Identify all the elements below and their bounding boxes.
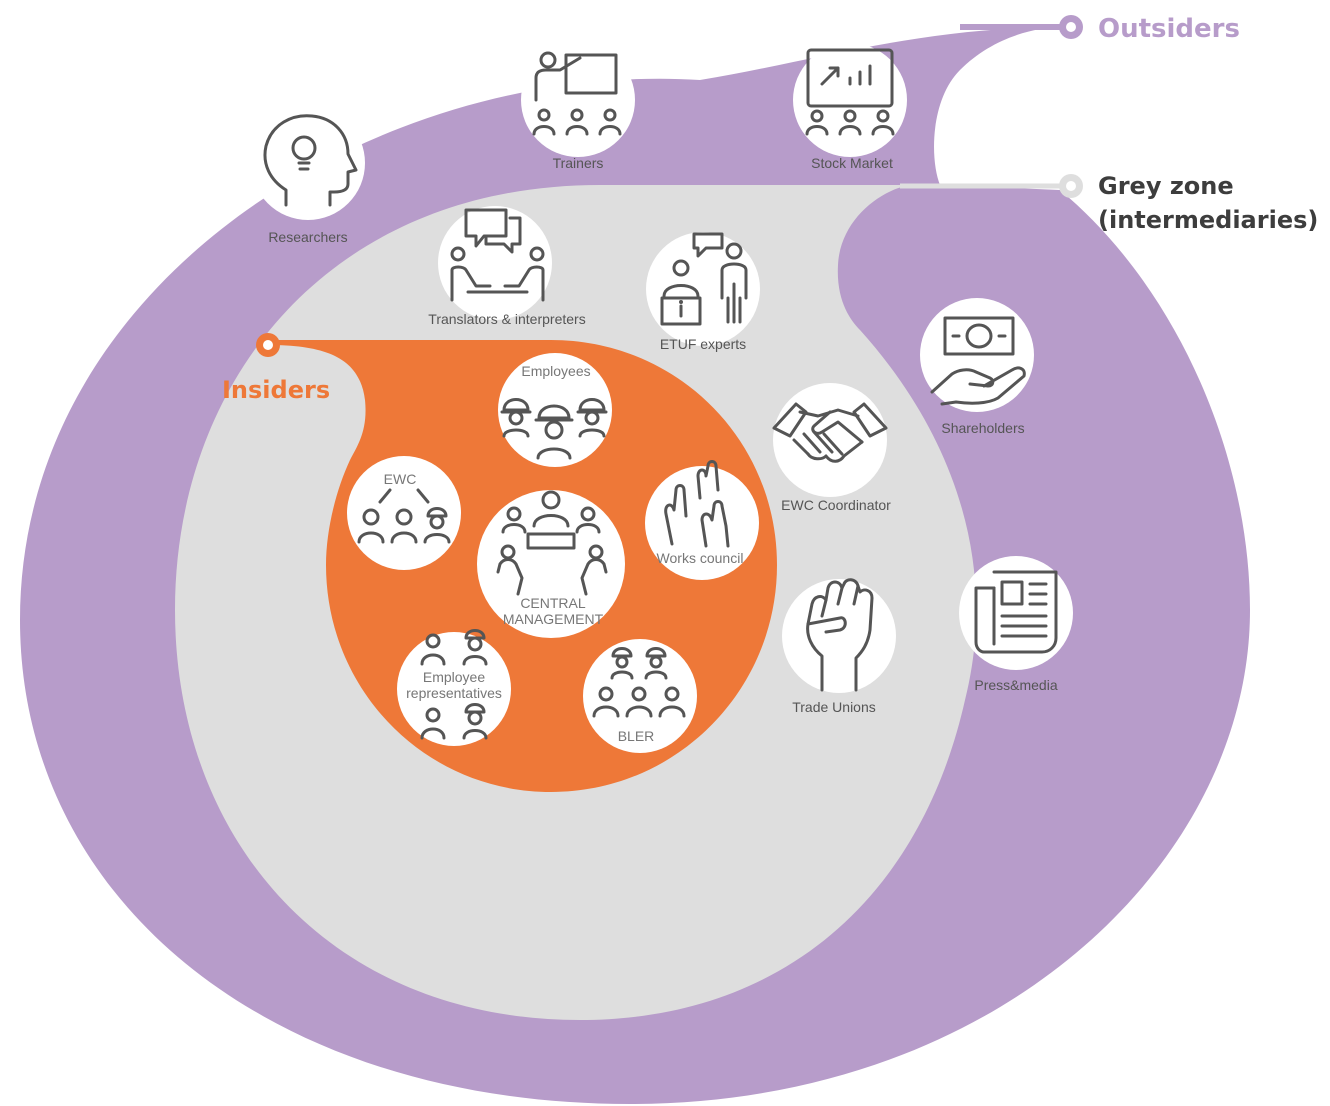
bler-node: BLER [583, 639, 697, 753]
insiders-marker [256, 333, 280, 357]
employees-label: Employees [521, 363, 590, 379]
stock-market-node: Stock Market [793, 43, 907, 171]
shareholders-node: Shareholders [920, 298, 1034, 436]
central-management-label-line1: CENTRAL [520, 595, 586, 611]
trade-unions-node: Trade Unions [782, 578, 896, 715]
handshake-icon [772, 402, 888, 463]
grey-zone-title: Grey zone [1098, 172, 1234, 200]
grey-zone-marker [900, 174, 1083, 198]
translators-label: Translators & interpreters [428, 311, 585, 327]
grey-zone-subtitle: (intermediaries) [1098, 206, 1318, 234]
ewc-coordinator-node: EWC Coordinator [772, 383, 891, 513]
money-hand-icon [930, 316, 1026, 406]
bler-label: BLER [618, 728, 655, 744]
works-council-node: Works council [645, 460, 759, 580]
raised-fist-icon [806, 578, 874, 692]
people-network-icon [357, 488, 451, 544]
outsiders-title: Outsiders [1098, 14, 1240, 44]
etuf-experts-label: ETUF experts [660, 336, 746, 352]
researchers-node: Researchers [251, 106, 365, 245]
workers-icon [500, 398, 608, 460]
ewc-coordinator-label: EWC Coordinator [781, 497, 891, 513]
presentation-icon [532, 51, 622, 136]
trade-unions-label: Trade Unions [792, 699, 876, 715]
stock-market-label: Stock Market [811, 155, 893, 171]
researchers-label: Researchers [268, 229, 347, 245]
meeting-table-icon [496, 490, 608, 596]
ewc-node: EWC [347, 456, 461, 570]
speech-bubbles-icon [450, 208, 545, 302]
press-media-node: Press&media [959, 556, 1073, 693]
trainers-node: Trainers [521, 43, 635, 171]
insiders-title: Insiders [222, 376, 330, 404]
shareholders-label: Shareholders [941, 420, 1024, 436]
head-lightbulb-icon [263, 114, 358, 207]
works-council-label: Works council [657, 550, 744, 566]
stock-chart-icon [805, 48, 895, 136]
ewc-label: EWC [384, 471, 417, 487]
people-pyramid-icon [592, 647, 686, 718]
translators-node: Translators & interpreters [428, 206, 586, 327]
employee-representatives-node: Employee representatives [397, 629, 511, 746]
info-desk-icon [660, 232, 748, 326]
employee-representatives-label-line1: Employee [423, 669, 485, 685]
trainers-label: Trainers [553, 155, 604, 171]
newspaper-icon [974, 570, 1058, 654]
central-management-label-line2: MANAGEMENT [503, 611, 604, 627]
outsiders-marker [960, 15, 1083, 39]
employees-node: Employees [498, 353, 612, 467]
raised-hands-icon [664, 460, 730, 548]
people-grid-icon [420, 629, 488, 740]
central-management-node: CENTRAL MANAGEMENT [477, 490, 625, 638]
etuf-experts-node: ETUF experts [646, 232, 760, 352]
employee-representatives-label-line2: representatives [406, 685, 502, 701]
press-media-label: Press&media [974, 677, 1057, 693]
